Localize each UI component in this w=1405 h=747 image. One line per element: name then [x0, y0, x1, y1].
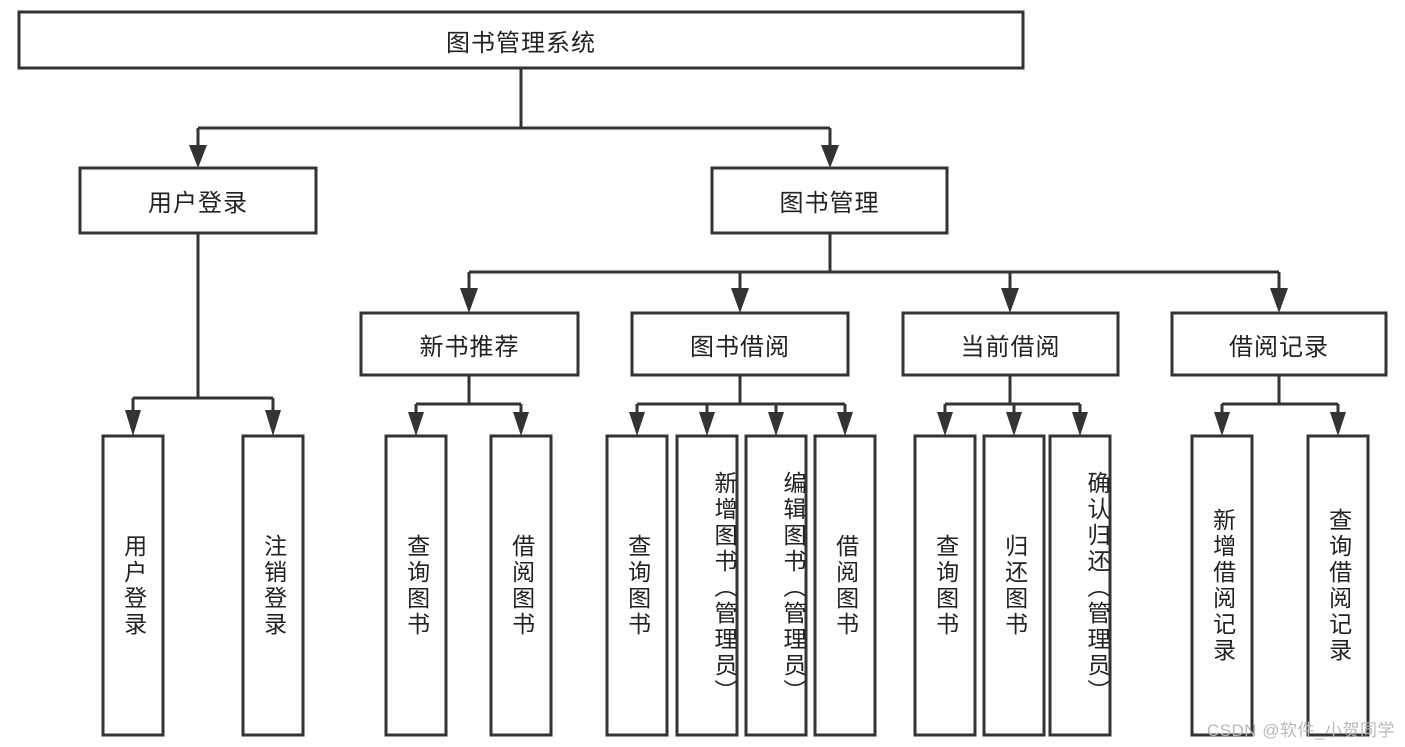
arrow-recommend-to-l1 [408, 412, 424, 436]
node-leaf-query-record[interactable] [1306, 434, 1370, 737]
arrow-bm-to-borrow [731, 288, 749, 313]
arrow-root-to-user-login [189, 145, 207, 168]
node-current-borrow[interactable] [901, 311, 1120, 377]
node-leaf-borrow-book-1[interactable] [489, 434, 553, 737]
arrow-bm-to-recommend [460, 288, 478, 313]
node-leaf-borrow-book-2[interactable] [813, 434, 877, 737]
node-leaf-confirm-return[interactable] [1048, 434, 1112, 737]
node-leaf-user-login[interactable] [101, 434, 165, 737]
arrow-recommend-to-l2 [513, 412, 529, 436]
arrow-borrow-to-l1 [629, 412, 645, 436]
node-leaf-edit-book[interactable] [744, 434, 808, 737]
arrow-borrow-to-l3 [768, 412, 784, 436]
arrow-current-to-l2 [1006, 412, 1022, 436]
node-book-manage[interactable] [710, 166, 949, 235]
node-box-group [17, 10, 1388, 737]
arrow-bm-to-current [1001, 288, 1019, 313]
watermark: CSDN @软件_小贺同学 [1206, 721, 1395, 740]
node-leaf-query-book-3[interactable] [913, 434, 977, 737]
node-leaf-logout[interactable] [241, 434, 305, 737]
node-user-login[interactable] [78, 166, 318, 235]
node-borrow-record[interactable] [1170, 311, 1388, 377]
arrow-user-login-to-leaf1 [125, 410, 141, 436]
node-book-borrow[interactable] [630, 311, 850, 377]
arrow-current-to-l3 [1072, 412, 1088, 436]
arrow-user-login-to-leaf2 [265, 410, 281, 436]
node-leaf-query-book-1[interactable] [384, 434, 448, 737]
arrow-root-to-book-manage [821, 145, 839, 168]
arrow-current-to-l1 [937, 412, 953, 436]
arrow-bm-to-record [1270, 288, 1288, 313]
node-new-book-recommend[interactable] [359, 311, 580, 377]
arrow-borrow-to-l4 [837, 412, 853, 436]
node-root[interactable] [17, 10, 1025, 70]
arrow-record-to-l2 [1330, 412, 1346, 436]
arrow-borrow-to-l2 [699, 412, 715, 436]
node-leaf-return-book[interactable] [982, 434, 1046, 737]
node-leaf-query-book-2[interactable] [605, 434, 669, 737]
connector-group [125, 68, 1346, 436]
node-leaf-add-record[interactable] [1190, 434, 1254, 737]
arrow-record-to-l1 [1214, 412, 1230, 436]
node-leaf-add-book[interactable] [675, 434, 739, 737]
